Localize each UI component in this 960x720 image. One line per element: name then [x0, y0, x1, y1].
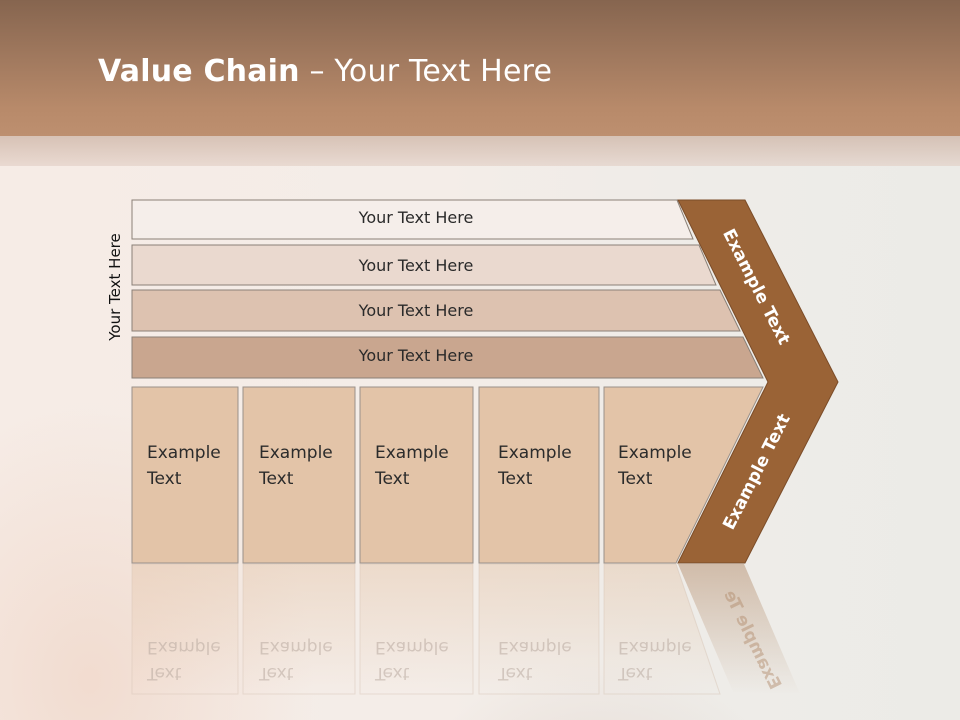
box-5-line1: Example — [618, 443, 692, 463]
box-1-line2: Text — [147, 469, 182, 489]
reflection-box-4: Text Example — [498, 634, 572, 686]
row-2-label: Your Text Here — [358, 256, 474, 275]
reflection-box-1-line2: Text — [147, 663, 182, 683]
reflection-box-2: Text Example — [259, 634, 333, 686]
reflection-box-5-line1: Example — [618, 637, 692, 657]
box-4-shape — [478, 386, 600, 564]
row-4-shape — [131, 336, 764, 379]
reflection-boxes — [131, 563, 800, 695]
reflection-box-4-line2: Text — [498, 663, 533, 683]
reflection-box-4-line1: Example — [498, 637, 572, 657]
row-2-shape — [131, 244, 717, 286]
title-bold: Value Chain — [98, 54, 300, 89]
reflection-box-3-line1: Example — [375, 637, 449, 657]
box-3-line2: Text — [375, 469, 410, 489]
box-2-line2: Text — [259, 469, 294, 489]
title-bar — [0, 0, 960, 136]
reflection-box-1: Text Example — [147, 634, 221, 686]
reflection-box-5: Text Example — [618, 634, 692, 686]
row-1-label: Your Text Here — [358, 208, 474, 227]
box-2-shape — [242, 386, 356, 564]
reflection-box-3-line2: Text — [375, 663, 410, 683]
title-rest: – Your Text Here — [299, 54, 553, 89]
box-4-line2: Text — [498, 469, 533, 489]
box-1-line1: Example — [147, 443, 221, 463]
box-1-shape — [131, 386, 239, 564]
reflection-box-1-line1: Example — [147, 637, 221, 657]
reflection-box-3: Text Example — [375, 634, 449, 686]
reflection-box-5-line2: Text — [618, 663, 653, 683]
box-5-line2: Text — [618, 469, 653, 489]
page-title: Value Chain – Your Text Here — [98, 54, 552, 89]
box-3-line1: Example — [375, 443, 449, 463]
row-3-label: Your Text Here — [358, 301, 474, 320]
row-4-label: Your Text Here — [358, 346, 474, 365]
row-3-shape — [131, 289, 741, 332]
box-4-line1: Example — [498, 443, 572, 463]
title-band — [0, 136, 960, 166]
box-2-line1: Example — [259, 443, 333, 463]
reflection-box-2-line2: Text — [259, 663, 294, 683]
chevron-arrow — [677, 199, 839, 564]
row-1-shape — [131, 199, 694, 240]
box-3-shape — [359, 386, 474, 564]
reflection-box-2-line1: Example — [259, 637, 333, 657]
box-5-shape — [603, 386, 764, 564]
